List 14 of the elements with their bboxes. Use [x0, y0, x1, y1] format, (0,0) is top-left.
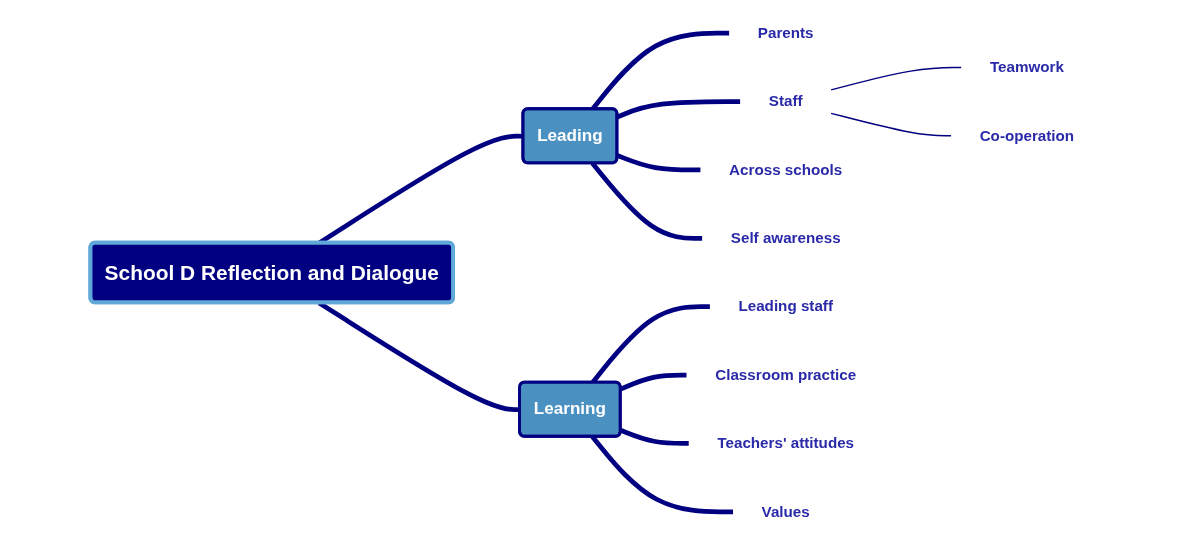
node-text: Self awareness: [730, 229, 841, 246]
node-text: Teachers' attitudes: [717, 434, 855, 451]
connector: [616, 153, 701, 173]
node-text: Values: [761, 503, 810, 520]
connector: [616, 99, 741, 120]
node-text: Co-operation: [979, 127, 1075, 144]
node-text: Parents: [757, 24, 814, 41]
connector: [830, 112, 952, 137]
node-text: Staff: [768, 93, 803, 110]
node-text: Leading staff: [738, 298, 833, 315]
connector: [830, 66, 963, 91]
node-text: Teamwork: [989, 58, 1064, 76]
node-text: Across schools: [729, 161, 843, 178]
node-text: Classroom practice: [715, 366, 857, 383]
